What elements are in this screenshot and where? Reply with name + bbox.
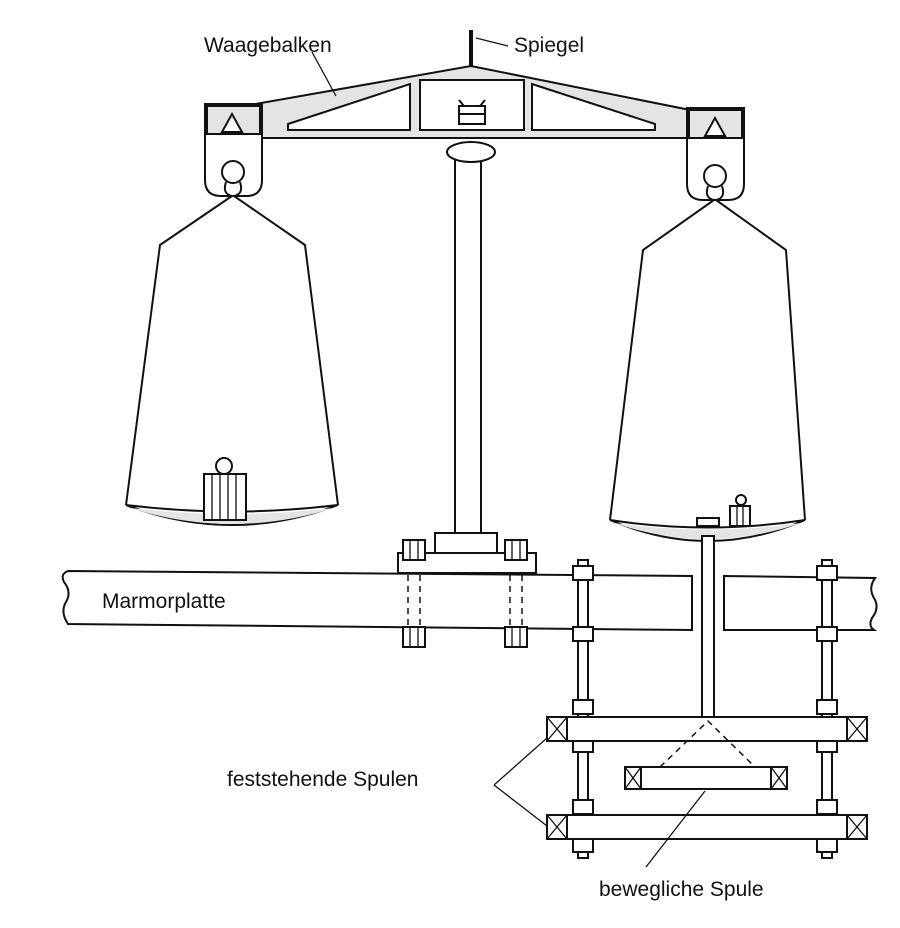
marble-plate xyxy=(61,569,878,632)
label-feststehende-spulen: feststehende Spulen xyxy=(227,768,418,791)
right-bearing xyxy=(686,107,745,201)
central-column xyxy=(397,141,537,574)
label-bewegliche-spule: bewegliche Spule xyxy=(599,878,764,901)
label-marmorplatte: Marmorplatte xyxy=(102,590,226,613)
leader-lines xyxy=(311,37,706,868)
left-threaded-rod xyxy=(572,559,594,859)
right-pan xyxy=(609,185,806,542)
label-waagebalken: Waagebalken xyxy=(204,34,332,57)
label-spiegel: Spiegel xyxy=(514,34,584,57)
pan-rod xyxy=(701,535,715,721)
left-pan xyxy=(125,181,339,526)
lower-fixed-coil xyxy=(546,814,868,840)
left-bearing xyxy=(204,103,263,197)
balance-beam xyxy=(209,64,701,139)
upper-fixed-coil xyxy=(546,716,868,742)
moving-coil xyxy=(624,719,788,790)
plate-bolts xyxy=(402,539,528,648)
